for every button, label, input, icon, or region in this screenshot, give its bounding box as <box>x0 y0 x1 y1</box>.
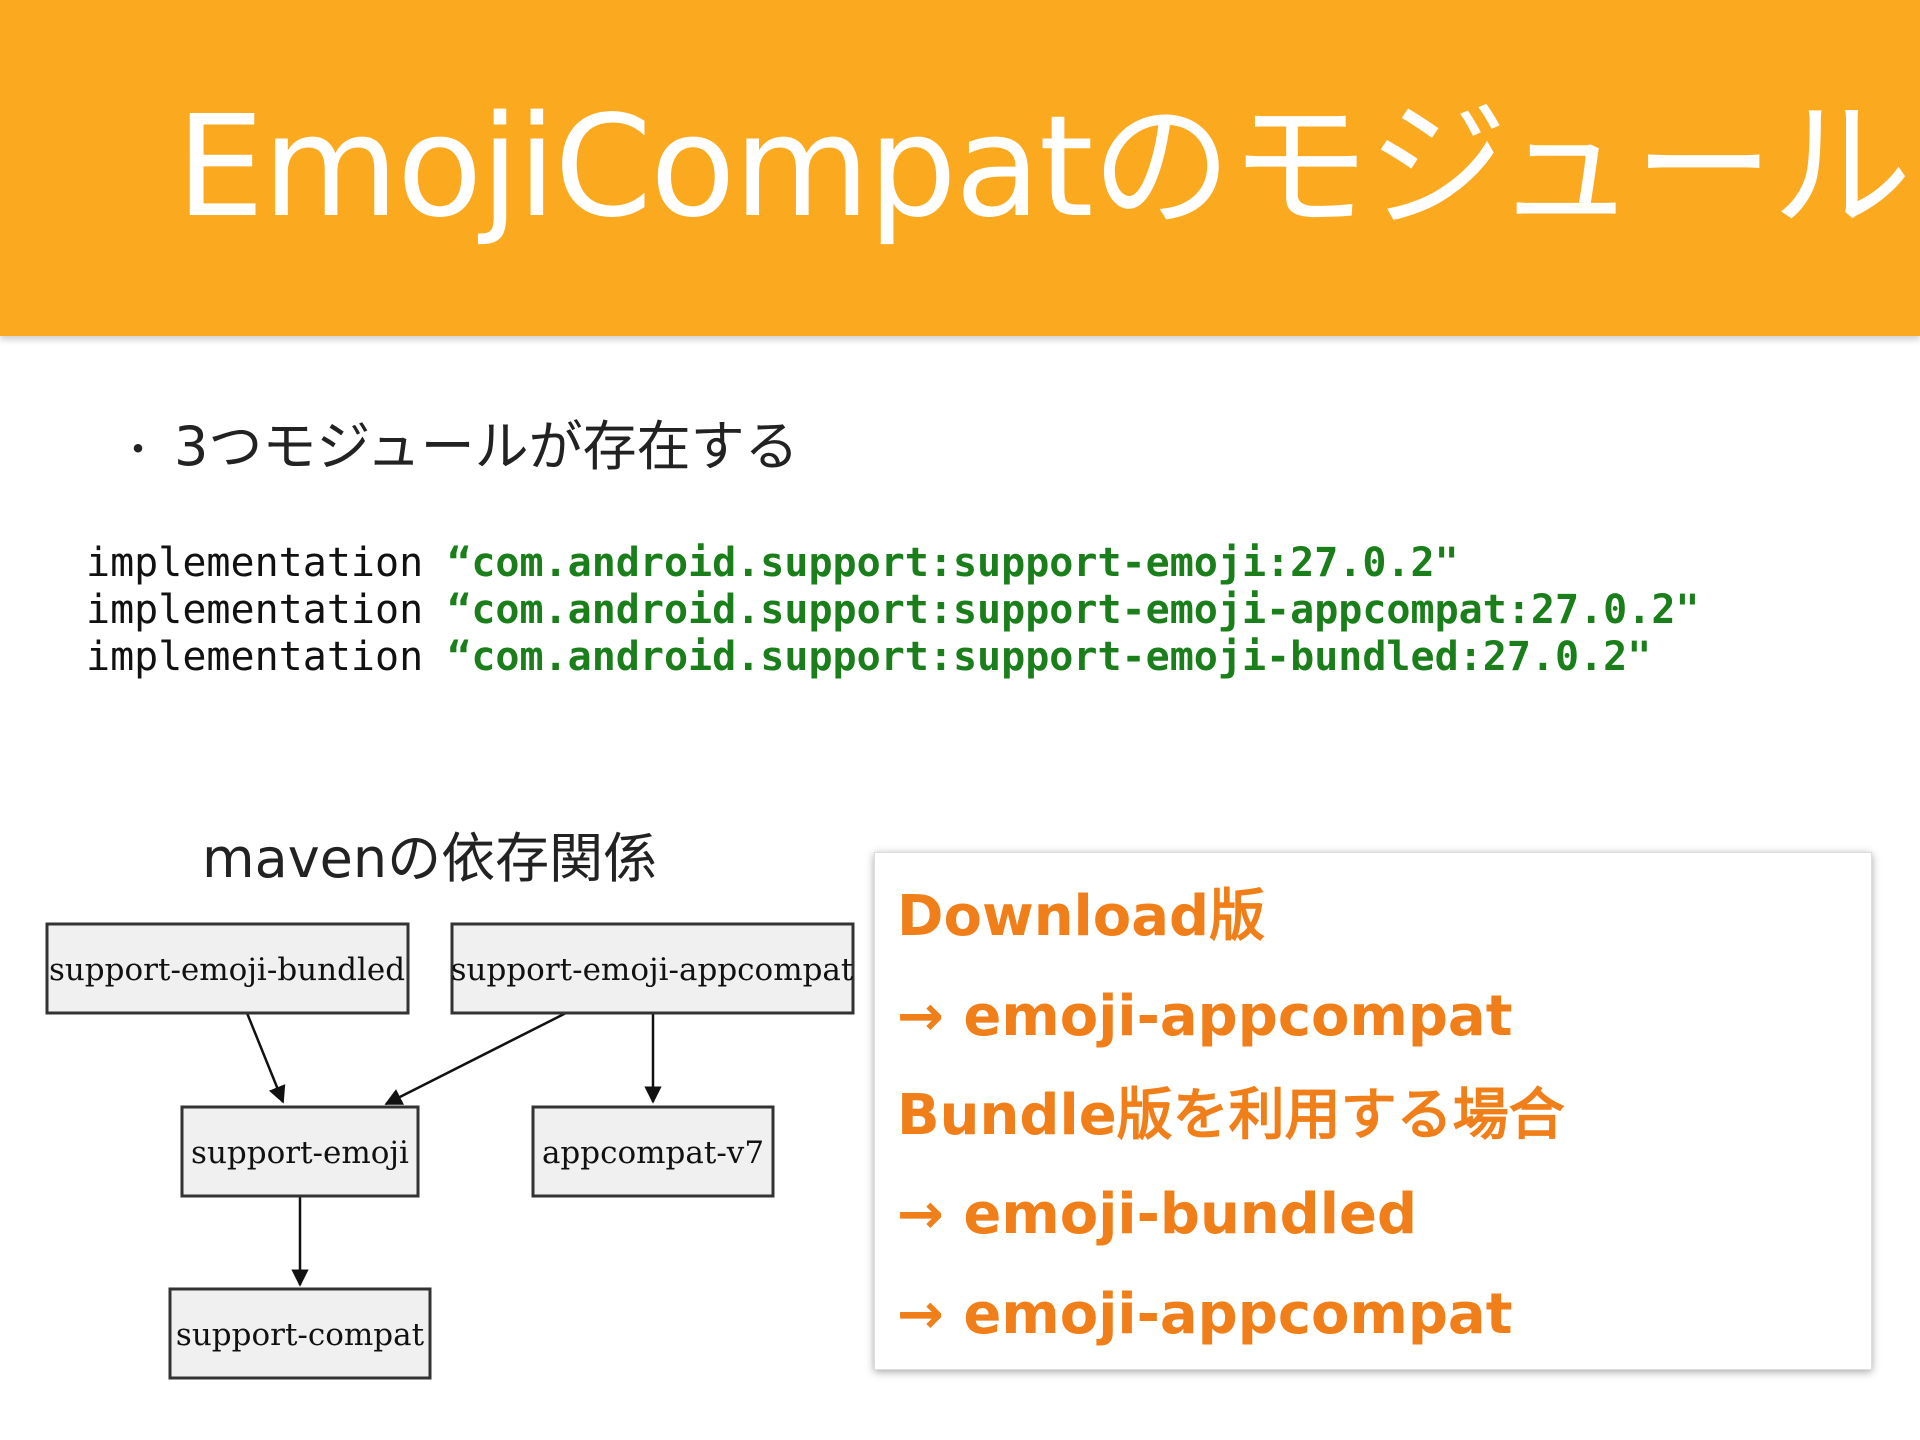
info-line-download-module: → emoji-appcompat <box>897 984 1513 1049</box>
bullet-text: 3つモジュールが存在する <box>174 415 799 478</box>
node-support-emoji-appcompat: support-emoji-appcompat <box>450 922 855 1015</box>
code-keyword: implementation <box>86 587 448 633</box>
node-support-emoji: support-emoji <box>180 1105 420 1198</box>
code-keyword: implementation <box>86 540 448 586</box>
code-block: implementation “com.android.support:supp… <box>86 540 1700 681</box>
slide-title: EmojiCompatのモジュール <box>176 86 1912 249</box>
code-string: “com.android.support:support-emoji-bundl… <box>447 634 1652 680</box>
bullet-item: ・ 3つモジュールが存在する <box>118 412 799 482</box>
header-banner: EmojiCompatのモジュール <box>0 0 1920 336</box>
code-keyword: implementation <box>86 634 448 680</box>
code-line: implementation “com.android.support:supp… <box>86 540 1700 587</box>
node-support-compat: support-compat <box>168 1287 432 1380</box>
code-string: “com.android.support:support-emoji:27.0.… <box>447 540 1459 586</box>
edge-appcompat-to-emoji <box>384 1011 567 1106</box>
node-support-emoji-bundled: support-emoji-bundled <box>45 922 410 1015</box>
info-line-bundle: Bundle版を利用する場合 <box>897 1083 1565 1148</box>
node-label: support-emoji-bundled <box>49 952 405 988</box>
info-box: Download版 → emoji-appcompat Bundle版を利用する… <box>874 852 1872 1370</box>
info-line-download: Download版 <box>897 884 1266 949</box>
node-label: support-emoji <box>191 1135 409 1171</box>
node-label: appcompat-v7 <box>542 1135 764 1171</box>
code-line: implementation “com.android.support:supp… <box>86 587 1700 634</box>
code-string: “com.android.support:support-emoji-appco… <box>447 587 1700 633</box>
code-line: implementation “com.android.support:supp… <box>86 634 1700 681</box>
node-label: support-emoji-appcompat <box>451 952 854 988</box>
bullet-dot: ・ <box>118 427 158 474</box>
edge-bundled-to-emoji <box>245 1012 286 1104</box>
info-line-bundle-module-1: → emoji-bundled <box>897 1182 1418 1247</box>
node-appcompat-v7: appcompat-v7 <box>531 1105 775 1198</box>
diagram-label: mavenの依存関係 <box>202 827 658 890</box>
info-line-bundle-module-2: → emoji-appcompat <box>897 1282 1513 1347</box>
node-label: support-compat <box>176 1317 425 1353</box>
